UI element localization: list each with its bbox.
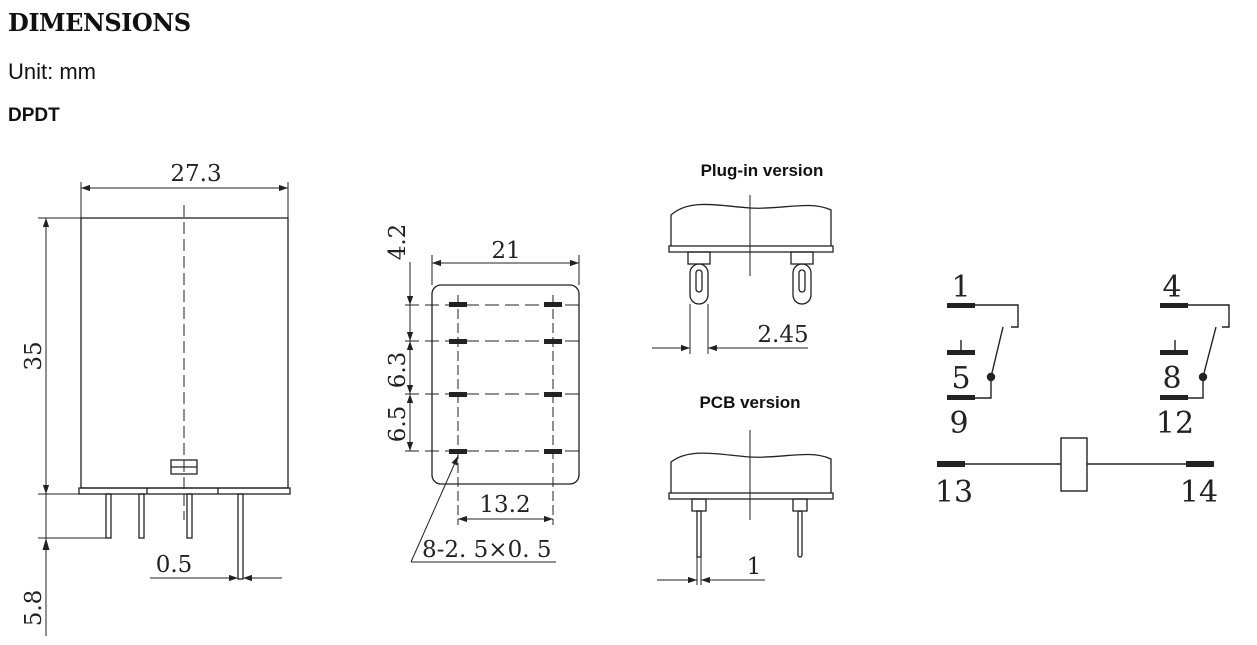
pin [186, 493, 193, 539]
plugin-version-label: Plug-in version [701, 161, 824, 180]
dim-pitch-b: 6.5 [385, 406, 411, 443]
pin-holes [449, 302, 562, 454]
pin-8-label: 8 [1162, 361, 1181, 396]
dim-top-offset: 4.2 [385, 224, 411, 261]
dim-plugin-width: 2.45 [757, 322, 808, 348]
pin-hole [544, 449, 562, 454]
pin-14-label: 14 [1180, 475, 1218, 510]
pin-9-label: 9 [949, 406, 968, 441]
plugin-housing [670, 203, 832, 246]
pin-4-label: 4 [1162, 270, 1181, 305]
pin-13-label: 13 [935, 475, 973, 510]
dim-row-width: 21 [491, 238, 520, 264]
front-view [38, 182, 291, 636]
pin [105, 493, 112, 539]
dim-hole-spec: 8-2. 5×0. 5 [422, 537, 551, 563]
pin-hole [449, 449, 467, 454]
dim-pin-thickness: 0.5 [156, 552, 193, 578]
pin [237, 493, 244, 580]
dim-pcb-width: 1 [747, 554, 762, 580]
page-title: DIMENSIONS [8, 8, 191, 37]
pcb-view [657, 430, 834, 585]
dim-row-span: 13.2 [479, 492, 530, 518]
pin-5-label: 5 [951, 361, 970, 396]
dim-width: 27.3 [170, 161, 221, 187]
pin-hole [449, 392, 467, 397]
coil [1060, 437, 1088, 492]
schematic [937, 303, 1230, 492]
footprint-outline [431, 284, 580, 485]
dim-pitch-a: 6.3 [385, 352, 411, 389]
pin-hole [449, 339, 467, 344]
pcb-version-label: PCB version [699, 393, 800, 412]
pin-hole [544, 392, 562, 397]
pin-hole [544, 302, 562, 307]
pin-hole [544, 339, 562, 344]
plugin-view [652, 195, 834, 354]
pin-hole [449, 302, 467, 307]
unit-label: Unit: mm [8, 59, 96, 84]
pin [138, 493, 145, 539]
pin-1-label: 1 [951, 270, 970, 305]
dim-pin-length: 5.8 [21, 590, 47, 627]
pin-12-label: 12 [1156, 406, 1194, 441]
dim-height: 35 [21, 341, 47, 370]
pcb-housing [670, 452, 832, 493]
variant-label: DPDT [8, 105, 60, 126]
